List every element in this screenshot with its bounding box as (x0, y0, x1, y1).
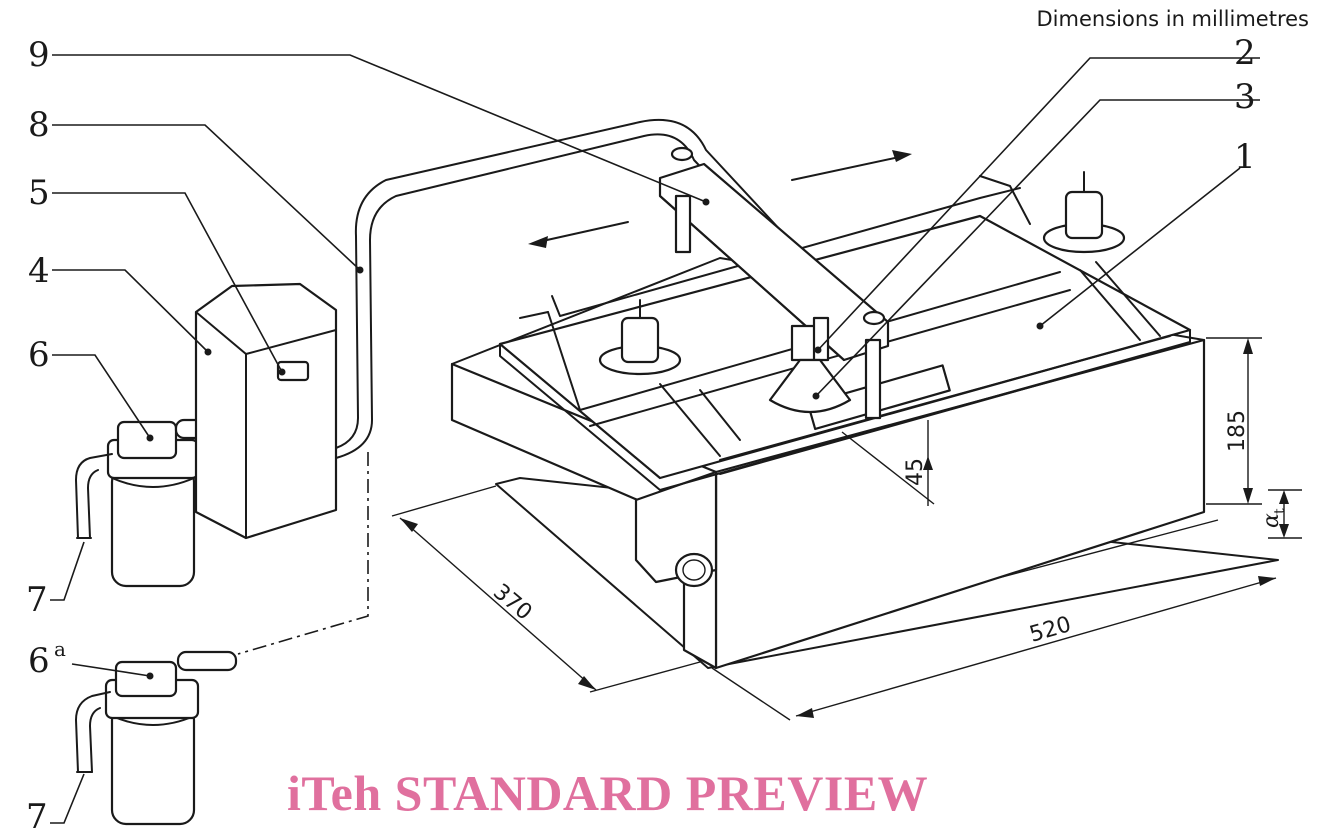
label-5: 5 (28, 173, 50, 213)
dimension-520: 520 (1027, 612, 1074, 648)
base-plate (495, 477, 1279, 669)
dimension-lines (391, 337, 1302, 721)
label-6a: 6 (28, 641, 50, 681)
leader-lines (50, 54, 1260, 824)
label-1: 1 (1234, 137, 1256, 177)
dimension-45: 45 (903, 458, 928, 486)
label-8: 8 (28, 105, 50, 145)
label-6a-superscript: a (54, 637, 66, 661)
svg-text:α: α (1259, 513, 1284, 528)
drain-outlet (674, 552, 714, 588)
motion-arrows (528, 150, 912, 248)
label-9: 9 (28, 35, 50, 75)
label-7-lower: 7 (26, 797, 48, 830)
weight-left (598, 299, 682, 376)
units-note: Dimensions in millimetres (1036, 7, 1310, 31)
control-box (194, 282, 338, 540)
dimension-185: 185 (1225, 410, 1250, 452)
dimension-tilt-angle: α t (1259, 508, 1288, 528)
label-7: 7 (26, 580, 48, 620)
alternative-connection-line (237, 452, 369, 655)
label-2: 2 (1234, 33, 1256, 73)
label-4: 4 (28, 251, 50, 291)
watermark: iTeh STANDARD PREVIEW (287, 765, 929, 821)
svg-text:t: t (1272, 508, 1288, 514)
label-6: 6 (28, 335, 50, 375)
label-3: 3 (1234, 77, 1256, 117)
switch-icon (276, 360, 310, 382)
filter-unit-alternative (75, 650, 238, 826)
weight-right (1042, 171, 1126, 254)
dimension-370: 370 (488, 579, 536, 625)
tank (450, 257, 1206, 670)
